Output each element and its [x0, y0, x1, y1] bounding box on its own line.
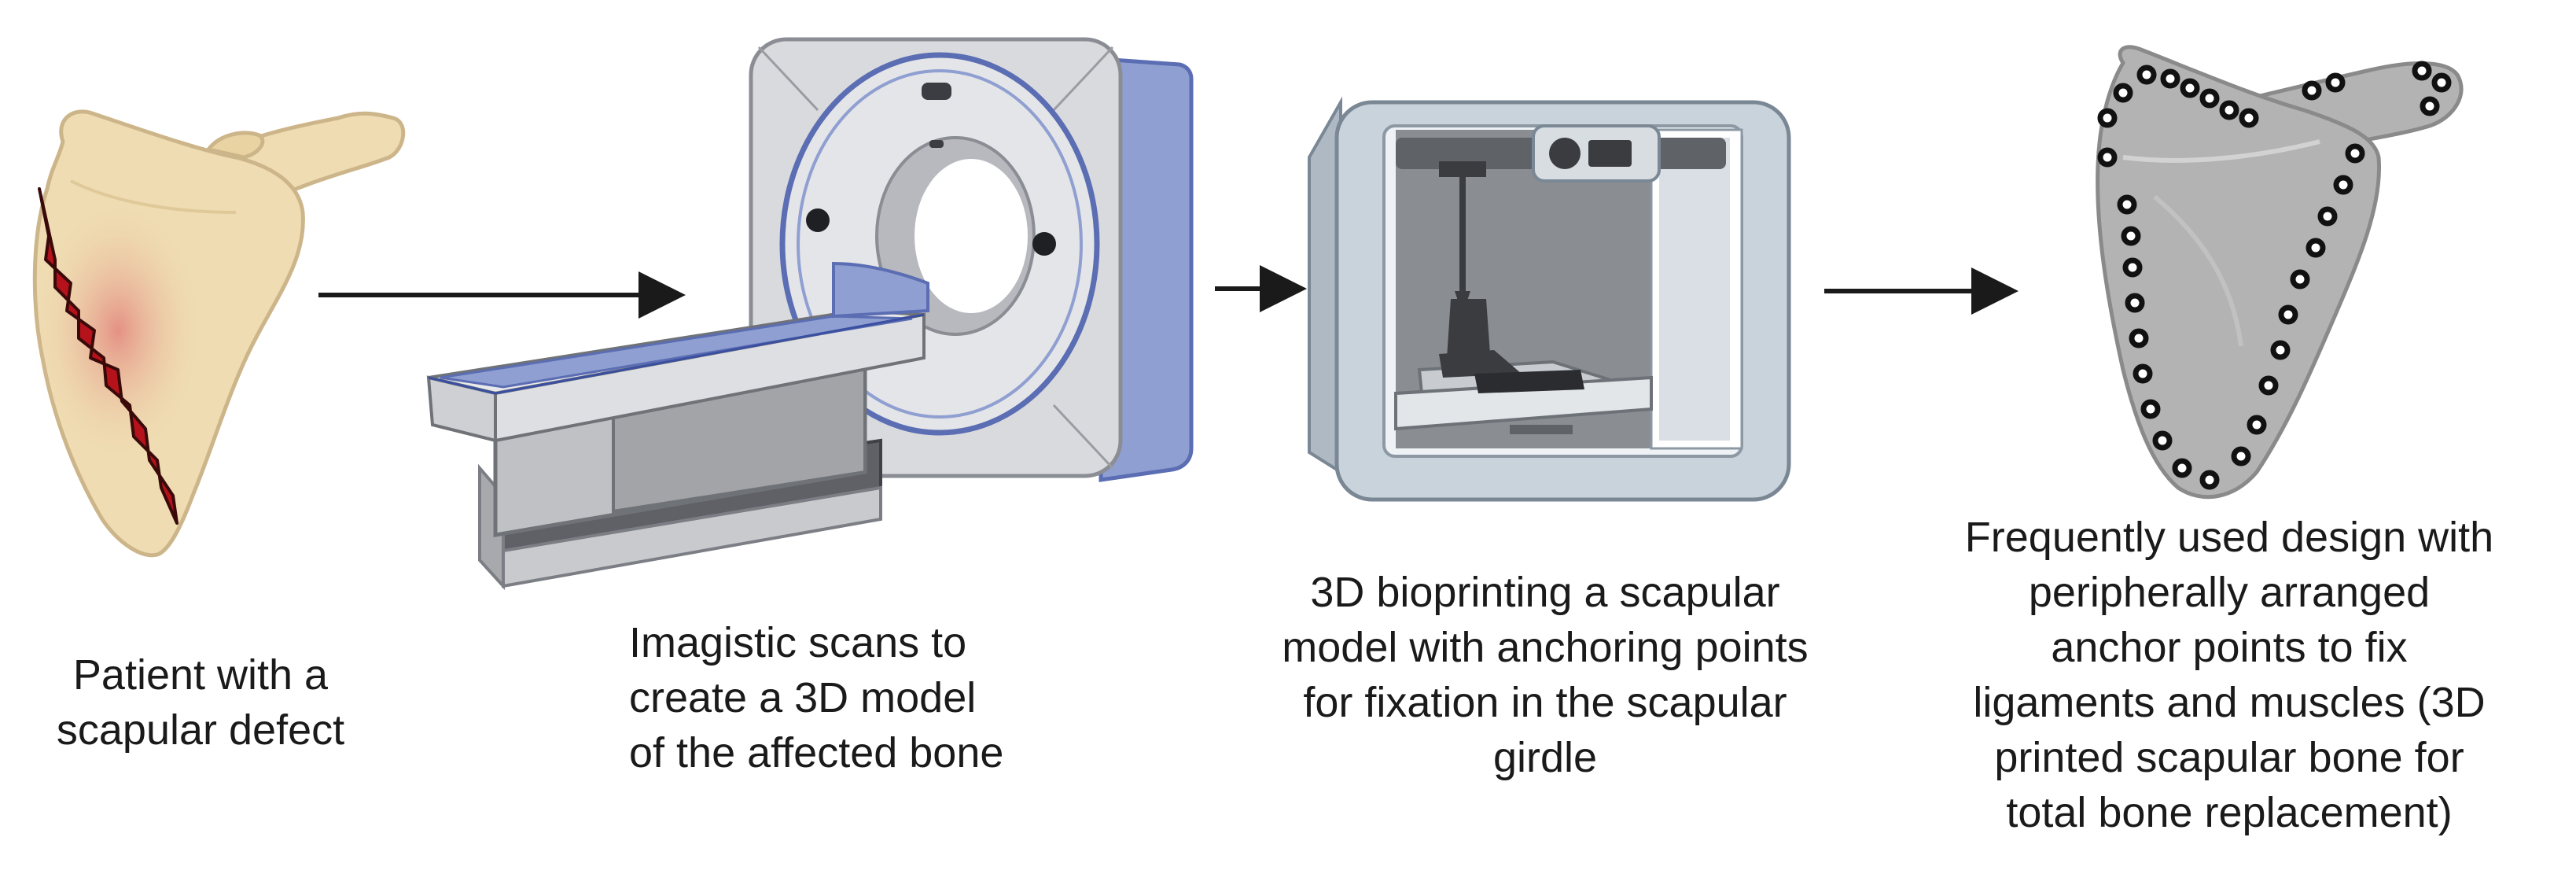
step-1-caption: Patient with a scapular defect — [16, 647, 385, 758]
caption-line: total bone replacement) — [2006, 789, 2453, 836]
caption-line: printed scapular bone for — [1994, 734, 2464, 781]
step-4-caption: Frequently used design with peripherally… — [1895, 510, 2563, 840]
caption-line: peripherally arranged — [2028, 569, 2431, 616]
caption-line: Imagistic scans to — [629, 619, 967, 666]
caption-line: girdle — [1492, 734, 1598, 781]
caption-line: Patient with a — [72, 651, 329, 699]
ct-scanner-icon — [426, 37, 1194, 591]
caption-line: model with anchoring points — [1282, 624, 1809, 671]
printed-scapula-icon — [2096, 45, 2464, 500]
caption-line: for fixation in the scapular — [1303, 679, 1787, 726]
caption-line: create a 3D model — [629, 674, 977, 721]
caption-line: scapular defect — [56, 706, 345, 754]
step-2-caption: Imagistic scans to create a 3D model of … — [629, 615, 1132, 780]
step-3-caption: 3D bioprinting a scapular model with anc… — [1215, 565, 1875, 785]
caption-line: 3D bioprinting a scapular — [1310, 569, 1780, 616]
caption-line: of the affected bone — [629, 729, 1004, 776]
caption-line: Frequently used design with — [1964, 514, 2494, 561]
caption-line: anchor points to fix — [2051, 624, 2408, 671]
caption-line: ligaments and muscles (3D — [1973, 679, 2486, 726]
3d-bioprinter-icon — [1308, 96, 1791, 502]
scapula-with-defect-icon — [31, 109, 406, 558]
